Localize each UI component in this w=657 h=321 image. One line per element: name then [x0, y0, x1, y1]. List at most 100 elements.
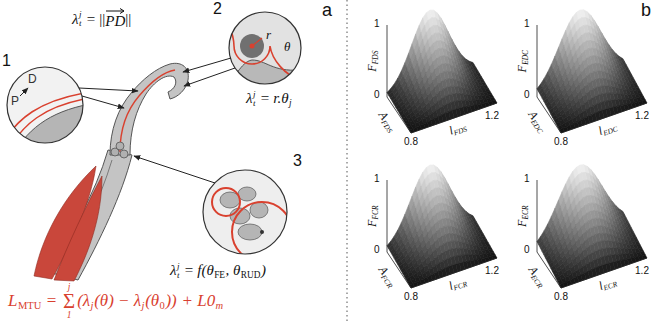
axis-tick-part: 1.2 [485, 110, 499, 122]
axis-tick-part: 1 [524, 173, 530, 185]
formula-part: λ [72, 11, 79, 28]
point-letter: D [28, 73, 37, 87]
axis-tick-text: 0.8 [554, 136, 568, 148]
axis-tick-text: 0.8 [404, 291, 418, 303]
axis-label-part: FDS [453, 126, 469, 139]
carpal-bone [120, 150, 128, 158]
formula-text: || [125, 11, 131, 28]
axis-label-part: ECR [603, 281, 619, 294]
axis-label-text: ECR [603, 281, 619, 294]
axis-label-text: F [516, 65, 530, 72]
point-letter-text: D [28, 73, 37, 87]
formula-part: jt [253, 90, 256, 108]
axis-label: FFCR [366, 205, 380, 227]
formula-part: λ [246, 90, 253, 107]
axis-tick: 0 [524, 244, 530, 256]
formula-text: t [79, 19, 82, 28]
axis-tick-part: 1.2 [635, 265, 649, 277]
axis-tick-text: 0 [524, 89, 530, 101]
surface-plot [387, 10, 497, 133]
axis-label-part: FCR [372, 205, 381, 219]
length-formula-text: (θ [145, 291, 159, 311]
formula-text: FE [214, 270, 225, 281]
axis-tick-part: 0 [374, 244, 380, 256]
callout-number-text: 2 [213, 0, 222, 18]
rotation-circle [232, 202, 292, 262]
formula-part: || [125, 11, 131, 28]
axis-label-text: FCR [378, 274, 393, 290]
radius-symbol-text: r [266, 28, 271, 43]
axis-label-part: EDC [522, 50, 531, 65]
axis-tick: 0 [524, 89, 530, 101]
axis-tick: 0.8 [404, 291, 418, 303]
length-formula-part: (λ [77, 291, 90, 311]
formula-part: = [185, 262, 193, 279]
callout-number: 1 [2, 52, 11, 70]
axis-tick-text: 1.2 [635, 110, 649, 122]
callout-number-part: 1 [2, 52, 11, 70]
axis-label: lFDS [447, 120, 468, 139]
axis-label: AFCR [375, 264, 399, 290]
muscle [54, 176, 102, 281]
formula-part: = [261, 90, 269, 107]
formula-text: λ [72, 11, 79, 28]
formula-part: f(θ [197, 262, 214, 279]
axis-tick: 1 [374, 18, 380, 30]
axis-label-text: F [366, 65, 380, 72]
inset-circle [203, 170, 287, 254]
axis-tick-text: 1.2 [485, 110, 499, 122]
axis-label-part: EDC [528, 119, 543, 136]
formula: λjt=r.θj [246, 90, 292, 108]
axis-tick-text: 1 [374, 18, 380, 30]
axis-label-part: FCR [453, 281, 469, 294]
formula-text: j [289, 98, 292, 109]
axis-label-text: F [516, 220, 530, 227]
radius-symbol-part: r [266, 28, 271, 43]
axis-tick: 0 [374, 244, 380, 256]
axis-tick-part: 1 [374, 18, 380, 30]
axis-label-part: FCR [378, 274, 393, 290]
formula-part: ) [261, 262, 266, 279]
axis-tick-part: 0 [524, 89, 530, 101]
axis-tick-text: 0.8 [404, 136, 418, 148]
axis-tick-text: 1 [524, 173, 530, 185]
formula-text: , θ [226, 262, 241, 279]
formula-part: j [289, 98, 292, 109]
axis-tick-part: 0 [524, 244, 530, 256]
axis-tick-text: 1 [374, 173, 380, 185]
axis-label-text: FDS [372, 51, 381, 65]
length-formula-part: (θ [145, 291, 159, 311]
panel-letter-text: b [641, 0, 651, 21]
formula-text: PD [105, 13, 125, 30]
point-letter-part: D [28, 73, 37, 87]
axis-tick-part: 0.8 [404, 136, 418, 148]
formula-part: || [99, 11, 105, 28]
axis-label-part: ECR [528, 274, 543, 290]
hand-bone [110, 63, 188, 155]
axis-label-text: EDC [602, 126, 619, 139]
axis-label: lFCR [447, 275, 469, 294]
radius-symbol: r [266, 28, 271, 43]
length-formula-text: + L0 [182, 291, 216, 311]
axis-label-text: ECR [522, 205, 531, 219]
carpal-bone [238, 187, 256, 201]
axis-tick-part: 0 [374, 89, 380, 101]
axis-tick-part: 1 [524, 18, 530, 30]
leader-arrow [134, 156, 215, 183]
axis-label-part: F [516, 220, 530, 227]
vector-arrow-line [106, 9, 124, 14]
surface-plots [387, 10, 647, 288]
formula-text: = [87, 11, 95, 28]
formula-text: f(θ [197, 262, 214, 279]
axis-tick-part: 0.8 [554, 136, 568, 148]
formula-part: , θ [226, 262, 241, 279]
formula-text: j [253, 90, 256, 99]
axis-label-part: F [516, 65, 530, 72]
formula-part: jt [79, 10, 82, 28]
length-formula-part: (θ) − λ [94, 291, 141, 311]
formula-text: RUD [241, 270, 261, 281]
axis-tick: 1.2 [635, 265, 649, 277]
inset-ground [203, 170, 287, 254]
axis-tick: 1.2 [485, 265, 499, 277]
